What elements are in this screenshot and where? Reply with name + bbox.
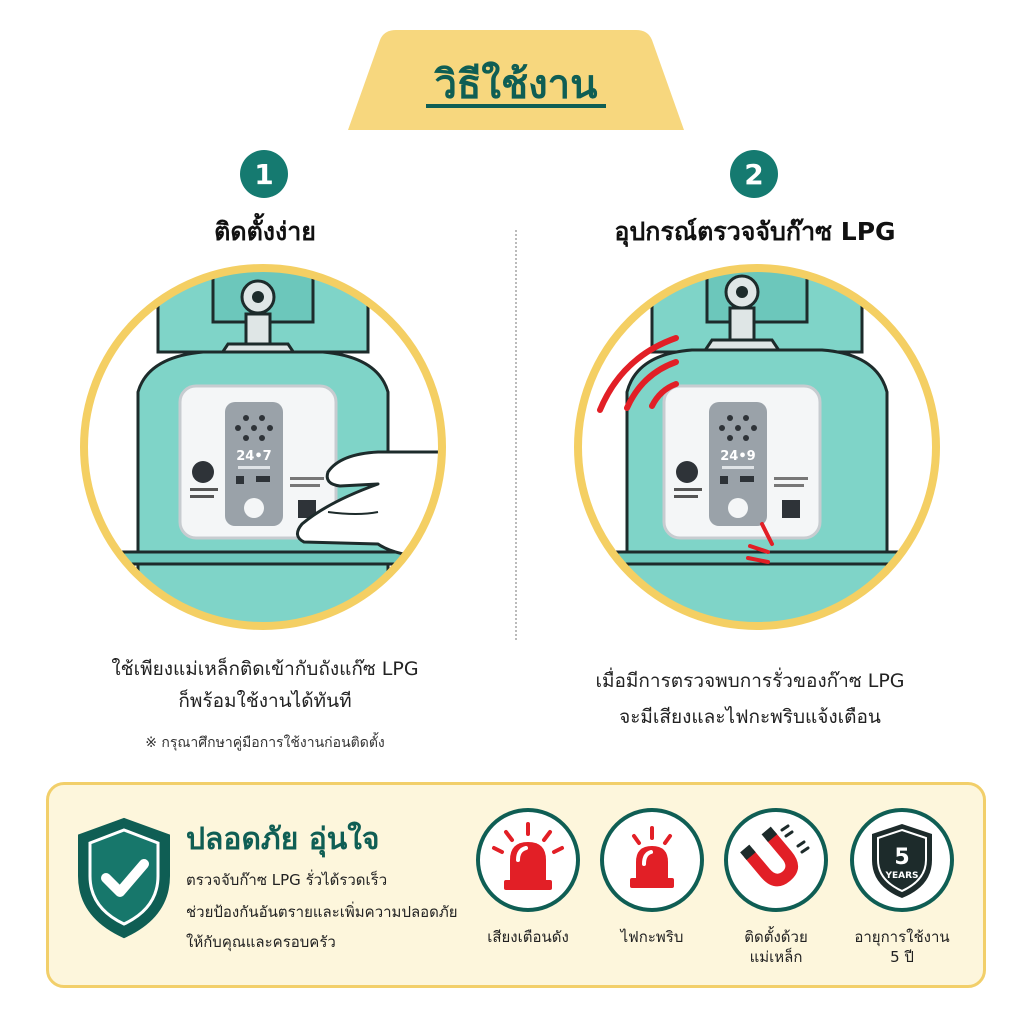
title-underline (426, 104, 606, 108)
warranty-number: 5 (894, 845, 909, 870)
warranty-shield-icon: 5 YEARS (872, 824, 932, 898)
step-1-device-display: 24•7 (236, 449, 271, 464)
siren-icon (492, 822, 564, 890)
safety-line-1: ตรวจจับก๊าซ LPG รั่วได้รวดเร็ว (186, 871, 388, 889)
step-1-title: ติดตั้งง่าย (214, 217, 316, 246)
feature-beacon-label: ไฟกะพริบ (620, 928, 684, 946)
step-2-caption-line-1: เมื่อมีการตรวจพบการรั่วของก๊าซ LPG (595, 670, 905, 692)
step-2-badge: 2 (730, 150, 778, 198)
shield-check-icon (78, 817, 170, 939)
step-1-caption-line-2: ก็พร้อมใช้งานได้ทันที (178, 690, 352, 712)
step-2-illustration: 24•9 (574, 264, 940, 630)
feature-lifespan-label-line-1: อายุการใช้งาน (854, 928, 950, 946)
step-1-illustration: 24•7 (80, 264, 446, 630)
magnet-icon (740, 824, 810, 887)
page-title: วิธีใช้งาน (434, 62, 598, 108)
step-2-caption-line-2: จะมีเสียงและไฟกะพริบแจ้งเตือน (619, 706, 881, 728)
feature-siren-label: เสียงเตือนดัง (487, 928, 569, 946)
column-divider (515, 230, 517, 640)
safety-line-3: ให้กับคุณและครอบครัว (186, 933, 336, 951)
step-2-title: อุปกรณ์ตรวจจับก๊าซ LPG (614, 217, 896, 246)
feature-magnet-circle (724, 808, 828, 912)
step-2-device-display: 24•9 (720, 449, 755, 464)
safety-line-2: ช่วยป้องกันอันตรายและเพิ่มความปลอดภัย (186, 903, 458, 921)
step-1-badge: 1 (240, 150, 288, 198)
feature-lifespan-label-line-2: 5 ปี (890, 948, 914, 966)
safety-title: ปลอดภัย อุ่นใจ (186, 822, 380, 857)
feature-beacon-circle (600, 808, 704, 912)
feature-magnet-label-line-1: ติดตั้งด้วย (744, 928, 808, 946)
step-1-note: ※ กรุณาศึกษาคู่มือการใช้งานก่อนติดตั้ง (145, 735, 385, 751)
warranty-text: YEARS (884, 871, 918, 881)
beacon-light-icon (630, 826, 674, 888)
feature-magnet-label-line-2: แม่เหล็ก (749, 948, 803, 966)
step-1-caption-line-1: ใช้เพียงแม่เหล็กติดเข้ากับถังแก๊ซ LPG (111, 658, 419, 680)
